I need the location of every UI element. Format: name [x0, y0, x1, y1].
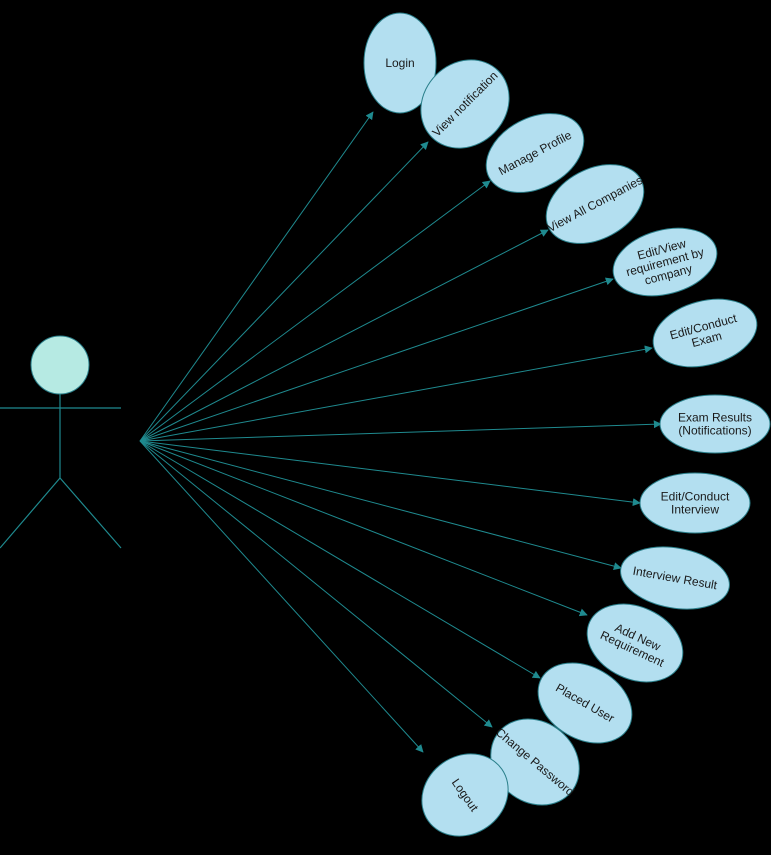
association-view-notification: [139, 141, 429, 442]
use-case-ellipse: [485, 113, 585, 193]
use-case-label: Exam Results: [678, 411, 752, 425]
association-interview-result: [139, 440, 622, 571]
use-case-ellipse: [363, 12, 437, 114]
actor-stick-figure: [0, 335, 122, 549]
use-case-placed-user: Placed User: [537, 662, 633, 744]
use-case-view-notification: View notification: [420, 59, 510, 149]
use-case-exam-results: Exam Results(Notifications): [659, 394, 771, 454]
association-placed-user: [139, 440, 541, 679]
associations: [139, 111, 662, 753]
actor-head: [30, 335, 90, 395]
association-edit-conduct-interview: [139, 440, 641, 507]
use-case-manage-profile: Manage Profile: [485, 113, 585, 193]
association-add-new-requirement: [139, 440, 588, 617]
association-manage-profile: [139, 180, 491, 442]
use-case-label: Interview: [671, 503, 719, 517]
association-edit-conduct-exam: [139, 345, 653, 442]
association-edit-view-requirement: [139, 277, 614, 442]
association-logout: [139, 440, 424, 753]
association-view-all-companies: [139, 229, 549, 442]
use-case-ellipse: [612, 227, 718, 297]
actor-right-leg: [59, 477, 122, 549]
use-case-ellipse: [652, 298, 758, 368]
actor-left-leg: [0, 477, 61, 549]
use-case-login: Login: [363, 12, 437, 114]
use-case-ellipse: [659, 394, 771, 454]
use-case-label: (Notifications): [678, 424, 751, 438]
association-login: [139, 111, 374, 442]
use-case-label: Login: [385, 56, 414, 70]
use-case-ellipse: [420, 59, 510, 149]
use-case-label: Edit/Conduct: [661, 490, 730, 504]
use-case-ellipse: [490, 718, 580, 806]
use-case-ellipse: [537, 662, 633, 744]
association-exam-results: [139, 420, 662, 442]
use-case-ellipse: [639, 472, 751, 534]
use-case-interview-result: Interview Result: [620, 546, 730, 610]
use-case-ellipse: [586, 603, 684, 683]
association-change-password: [139, 440, 493, 728]
use-case-ellipse: [421, 753, 509, 837]
use-case-ellipse: [620, 546, 730, 610]
use-case-ellipse: [545, 164, 645, 244]
use-case-logout: Logout: [421, 753, 509, 837]
